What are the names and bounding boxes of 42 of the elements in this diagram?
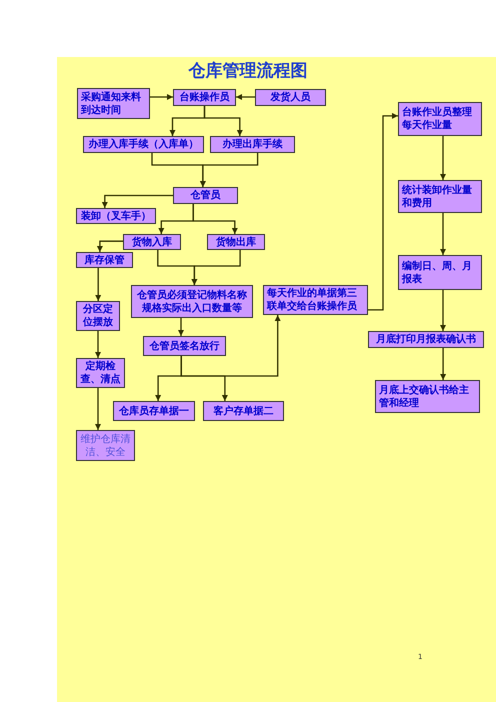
arrow bbox=[95, 268, 102, 301]
arrow bbox=[236, 94, 255, 100]
arrow bbox=[192, 204, 238, 234]
process-box: 采购通知来料到达时间 bbox=[77, 88, 150, 119]
title: 仓库管理流程图 bbox=[188, 61, 308, 81]
arrow bbox=[102, 194, 173, 208]
process-box: 统计装卸作业量和费用 bbox=[398, 180, 482, 213]
arrow bbox=[440, 213, 446, 255]
process-box: 分区定位摆放 bbox=[76, 301, 120, 331]
arrow bbox=[368, 112, 398, 311]
arrow bbox=[95, 331, 101, 358]
arrow bbox=[440, 348, 446, 380]
process-box: 办理出库手续 bbox=[210, 136, 295, 153]
arrow bbox=[178, 318, 184, 336]
process-box: 仓管员必须登记物料名称规格实际出入口数量等 bbox=[131, 285, 253, 318]
process-box: 月底打印月报表确认书 bbox=[368, 331, 484, 348]
arrow bbox=[200, 153, 258, 187]
process-box: 货物入库 bbox=[123, 234, 181, 250]
process-box: 发货人员 bbox=[255, 89, 326, 106]
process-box: 装卸（叉车手） bbox=[76, 208, 156, 224]
arrow bbox=[96, 240, 123, 252]
process-box: 仓管员签名放行 bbox=[143, 336, 226, 356]
process-box: 维护仓库清洁、安全 bbox=[76, 430, 135, 461]
process-box: 货物出库 bbox=[207, 234, 265, 250]
arrow bbox=[150, 94, 173, 100]
arrow bbox=[440, 290, 446, 331]
process-box: 仓库员存单据一 bbox=[113, 401, 195, 421]
process-box: 客户存单据二 bbox=[203, 401, 284, 421]
process-box: 定期检查、清点 bbox=[76, 358, 125, 388]
arrow bbox=[440, 136, 446, 180]
process-box: 每天作业的单据第三联单交给台账操作员 bbox=[263, 285, 368, 315]
arrow bbox=[191, 250, 241, 285]
process-box: 编制日、周、月报表 bbox=[398, 255, 482, 290]
arrow bbox=[180, 315, 281, 377]
process-box: 库存保管 bbox=[76, 252, 133, 268]
process-box: 台账操作员 bbox=[173, 89, 236, 106]
process-box: 月底上交确认书给主管和经理 bbox=[375, 380, 480, 413]
process-box: 仓管员 bbox=[173, 187, 238, 204]
process-box: 台账作业员整理每天作业量 bbox=[398, 102, 482, 136]
arrow bbox=[204, 106, 243, 136]
process-box: 办理入库手续（入库单） bbox=[83, 136, 204, 153]
arrow bbox=[95, 388, 101, 430]
